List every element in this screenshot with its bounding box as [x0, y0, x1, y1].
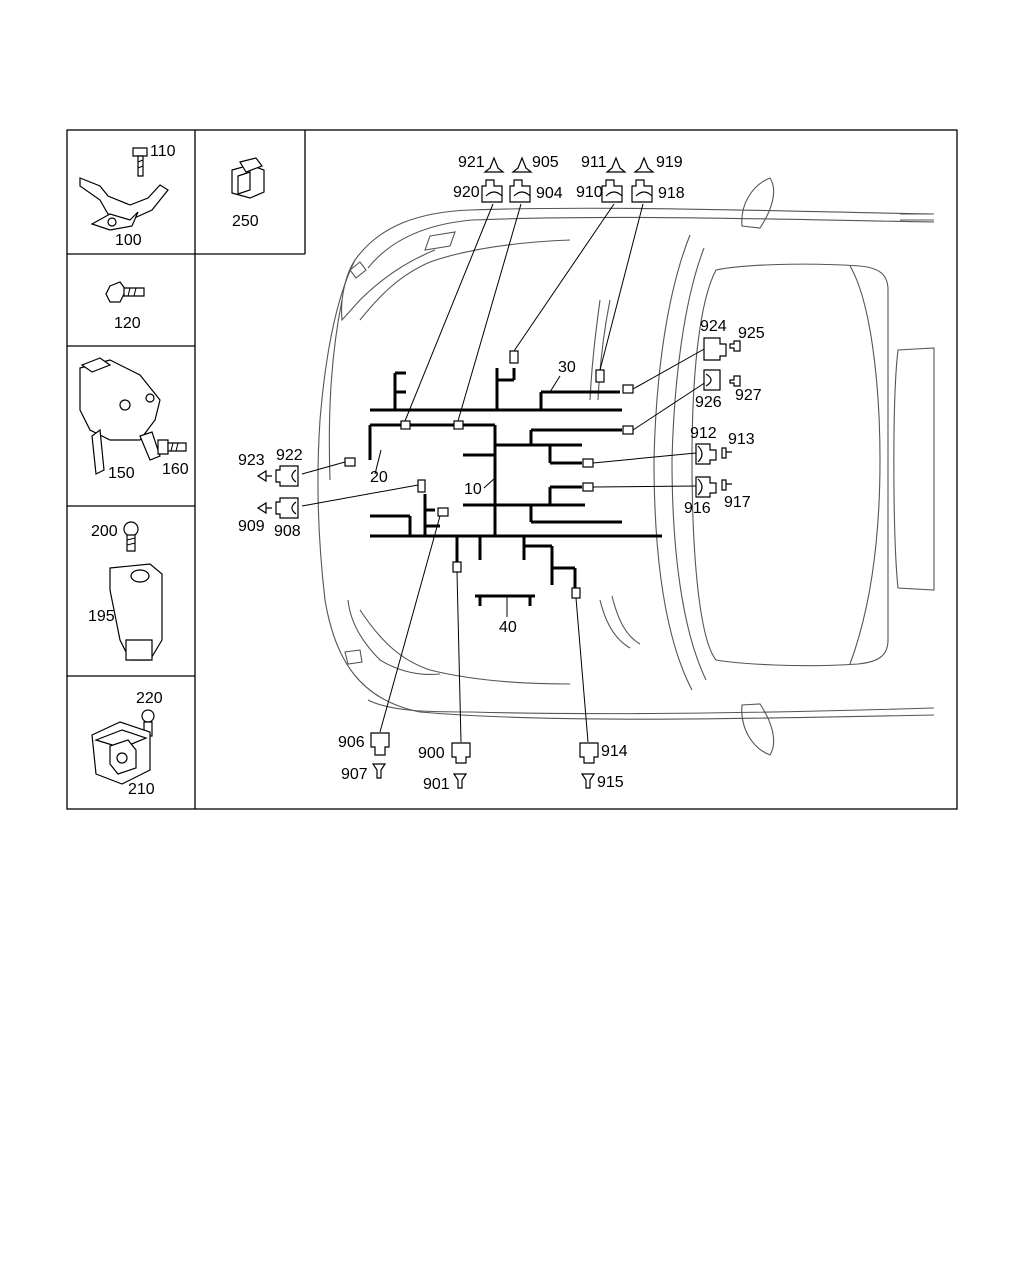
diagram-frame	[66, 129, 958, 810]
label-919: 919	[656, 154, 683, 171]
label-921: 921	[458, 154, 485, 171]
clip-250-icon	[231, 157, 265, 199]
bolt-120-icon	[105, 281, 145, 303]
connector-labels: 921 905 911 919 920 904 910 918 924 925 …	[238, 154, 765, 793]
label-120: 120	[114, 315, 141, 332]
label-914: 914	[601, 743, 628, 760]
label-923: 923	[238, 452, 265, 469]
label-913: 913	[728, 431, 755, 448]
label-150: 150	[108, 465, 135, 482]
label-905: 905	[532, 154, 559, 171]
bolt-160-icon	[157, 439, 187, 455]
bolt-200-icon	[123, 521, 139, 552]
harness-10	[368, 423, 662, 588]
bracket-100-icon	[79, 177, 169, 231]
connector-parts	[256, 156, 741, 789]
harness-30	[370, 368, 622, 412]
label-110: 110	[150, 143, 176, 160]
label-917: 917	[724, 494, 751, 511]
label-906: 906	[338, 734, 365, 751]
label-927: 927	[735, 387, 762, 404]
label-220: 220	[136, 690, 163, 707]
label-911: 911	[581, 154, 607, 171]
label-924: 924	[700, 318, 727, 335]
label-926: 926	[695, 394, 722, 411]
bracket-195-icon	[109, 563, 163, 661]
label-925: 925	[738, 325, 765, 342]
harness-labels: 10 20 30 40	[370, 359, 576, 636]
bolt-110-icon	[132, 147, 148, 177]
vehicle-outline	[317, 177, 935, 756]
bracket-150-icon	[79, 357, 161, 475]
label-920: 920	[453, 184, 480, 201]
label-200: 200	[91, 523, 118, 540]
label-910: 910	[576, 184, 603, 201]
label-160: 160	[162, 461, 189, 478]
label-195: 195	[88, 608, 115, 625]
panel-labels: 110 100 250 120 150 160 200 195 220 210	[88, 143, 259, 798]
label-916: 916	[684, 500, 711, 517]
label-909: 909	[238, 518, 265, 535]
label-912: 912	[690, 425, 717, 442]
label-908: 908	[274, 523, 301, 540]
label-907: 907	[341, 766, 368, 783]
harness-connector-boxes	[344, 350, 634, 599]
label-harness-40: 40	[499, 619, 517, 636]
label-100: 100	[115, 232, 142, 249]
label-901: 901	[423, 776, 450, 793]
label-918: 918	[658, 185, 685, 202]
harness-40	[475, 594, 535, 617]
label-900: 900	[418, 745, 445, 762]
label-922: 922	[276, 447, 303, 464]
label-915: 915	[597, 774, 624, 791]
label-harness-20: 20	[370, 469, 388, 486]
label-harness-10: 10	[464, 481, 482, 498]
label-904: 904	[536, 185, 563, 202]
label-210: 210	[128, 781, 155, 798]
leader-lines	[301, 203, 707, 743]
holder-210-icon	[91, 721, 151, 785]
label-250: 250	[232, 213, 259, 230]
label-harness-30: 30	[558, 359, 576, 376]
